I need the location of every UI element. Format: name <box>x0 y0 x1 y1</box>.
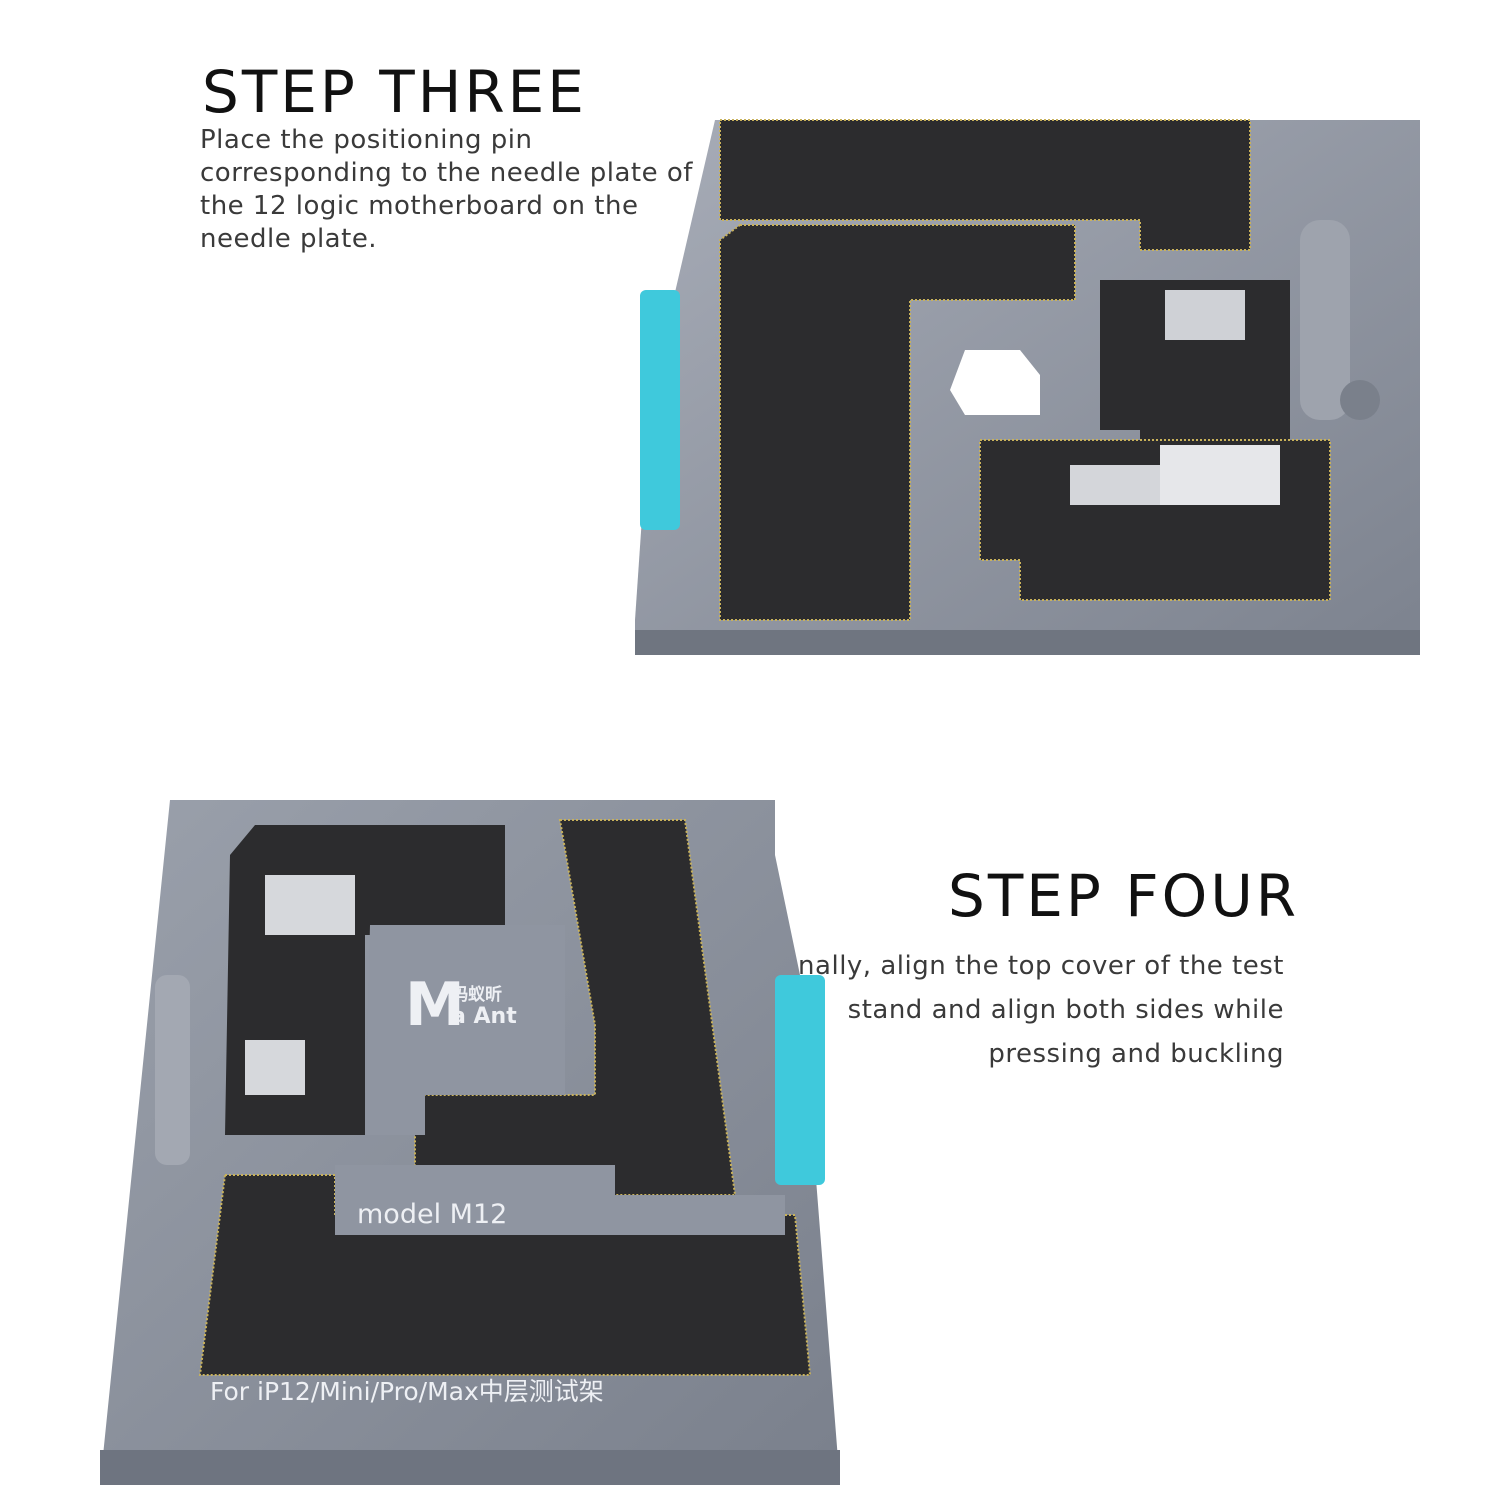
product-label: For iP12/Mini/Pro/Max中层测试架 <box>210 1377 604 1406</box>
step-three-title: STEP THREE <box>202 58 587 126</box>
clip-right <box>775 975 825 1185</box>
fixture-image-step-four: M 蚂蚁昕 a Ant model M12 For iP12/Mini/Pro/… <box>100 800 840 1485</box>
svg-text:蚂蚁昕: 蚂蚁昕 <box>451 984 502 1005</box>
step-three-description: Place the positioning pin corresponding … <box>200 125 693 254</box>
maant-logo: M 蚂蚁昕 a Ant <box>405 970 517 1040</box>
svg-text:a Ant: a Ant <box>451 1004 517 1029</box>
model-label: model M12 <box>357 1199 507 1230</box>
clip-left <box>640 290 680 530</box>
fixture-image-step-three <box>635 119 1420 655</box>
svg-text:M: M <box>405 970 465 1040</box>
step-four-title: STEP FOUR <box>948 862 1300 930</box>
step-four-description: Finally, align the top cover of the test… <box>776 951 1284 1069</box>
